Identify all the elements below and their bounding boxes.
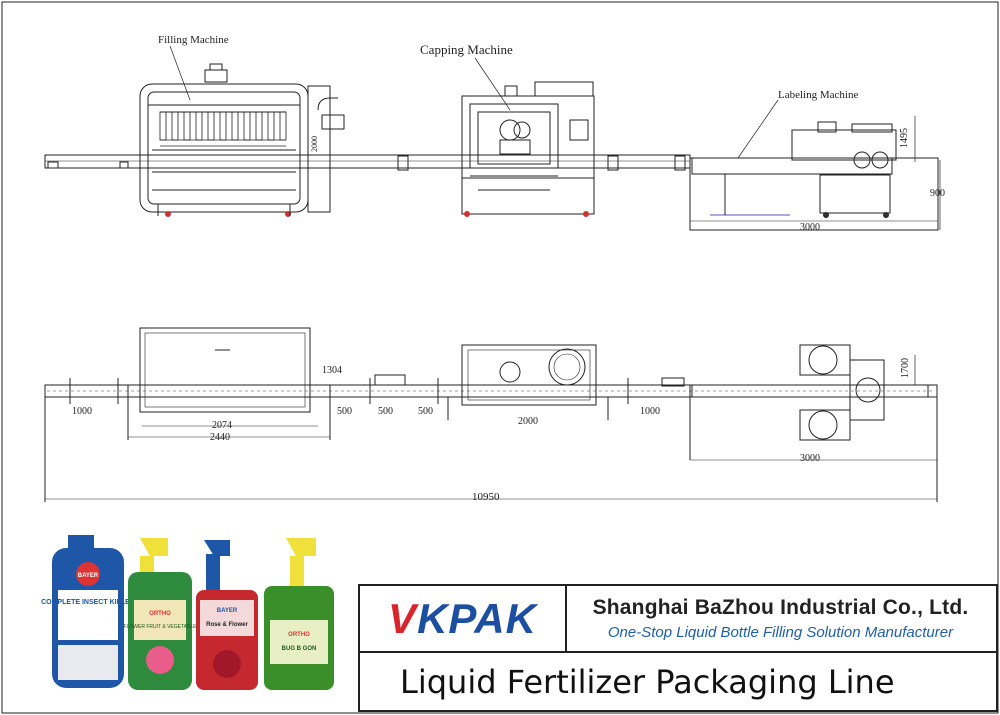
label-capping-machine: Capping Machine — [420, 42, 513, 57]
dim-1000-right: 1000 — [640, 406, 660, 417]
company-name: Shanghai BaZhou Industrial Co., Ltd. — [592, 596, 969, 619]
dim-1304: 1304 — [322, 365, 342, 376]
leader-filling — [169, 45, 191, 101]
filling-machine-plan — [127, 327, 331, 440]
dim-3000-top: 3000 — [800, 222, 820, 233]
plan-conveyor — [44, 374, 938, 460]
company-logo: VKPAK — [360, 586, 567, 651]
dim-500-b: 500 — [378, 406, 393, 417]
product-2-line: FLOWER FRUIT & VEGETABLE — [124, 624, 198, 630]
product-bottle-4: ORTHO BUG B GON — [264, 538, 334, 690]
label-labeling-machine: Labeling Machine — [778, 89, 858, 101]
product-1-brand: BAYER — [78, 573, 99, 579]
leader-capping — [474, 57, 511, 111]
product-1-line: COMPLETE INSECT KILLER — [41, 599, 135, 606]
labeling-machine-side — [689, 121, 939, 231]
product-bottle-3: BAYER Rose & Flower — [196, 540, 258, 690]
product-4-brand: ORTHO — [288, 632, 310, 638]
product-4-line: BUG B GON — [282, 646, 317, 652]
product-2-brand: ORTHO — [149, 611, 171, 617]
side-elevation: 2000 Filling Machine Capping Machine — [44, 34, 945, 233]
dim-2000: 2000 — [518, 416, 538, 427]
capping-machine-plan — [447, 344, 609, 420]
dim-1000-left: 1000 — [72, 406, 92, 417]
plan-view: 2074 2440 1304 1000 500 500 500 2000 100… — [44, 327, 938, 503]
company-info: Shanghai BaZhou Industrial Co., Ltd. One… — [565, 586, 996, 651]
product-bottles: COMPLETE INSECT KILLER BAYER ORTHO FLOWE… — [41, 535, 334, 690]
product-3-line: Rose & Flower — [206, 622, 248, 628]
dim-500-a: 500 — [337, 406, 352, 417]
side-conveyor — [44, 154, 691, 171]
dim-2074: 2074 — [212, 420, 232, 431]
label-filling-machine: Filling Machine — [158, 34, 229, 46]
leader-labeling — [737, 99, 779, 159]
dim-2440: 2440 — [210, 432, 230, 443]
svg-text:2000: 2000 — [310, 136, 319, 152]
title-block: VKPAK Shanghai BaZhou Industrial Co., Lt… — [358, 584, 998, 712]
dim-10950: 10950 — [472, 491, 500, 503]
product-bottle-2: ORTHO FLOWER FRUIT & VEGETABLE — [124, 538, 198, 690]
company-slogan: One-Stop Liquid Bottle Filling Solution … — [607, 624, 954, 641]
dim-1495: 1495 — [899, 128, 910, 148]
filling-machine-side: 2000 — [139, 63, 345, 217]
product-3-brand: BAYER — [217, 608, 238, 614]
dim-1700: 1700 — [900, 358, 911, 378]
capping-machine-side — [461, 81, 595, 217]
logo-text: VKPAK — [388, 594, 537, 642]
dim-500-c: 500 — [418, 406, 433, 417]
filling-nozzles — [159, 111, 287, 147]
dim-3000-bottom: 3000 — [800, 453, 820, 464]
product-bottle-1: COMPLETE INSECT KILLER BAYER — [41, 535, 135, 688]
drawing-title: Liquid Fertilizer Packaging Line — [360, 651, 996, 710]
labeling-machine-plan — [691, 344, 929, 441]
dim-900: 900 — [930, 188, 945, 199]
